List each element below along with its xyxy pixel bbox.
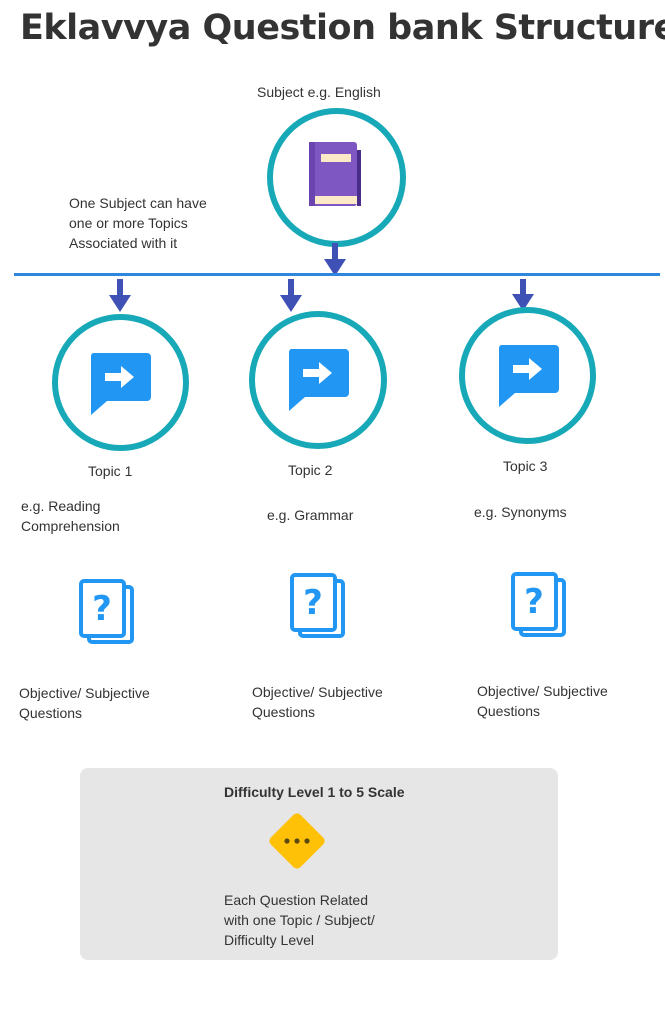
svg-text:?: ? [524,582,544,622]
topic-3-example: e.g. Synonyms [474,504,567,520]
topic-1-ring [52,314,189,451]
chat-arrow-icon [90,353,151,415]
question-cards-icon: ? [290,573,345,638]
book-icon [309,142,361,206]
topic-3-label: Topic 3 [503,458,548,474]
connector-arrows [109,243,534,312]
difficulty-title: Difficulty Level 1 to 5 Scale [224,784,405,800]
chat-arrow-icon [498,345,559,407]
page-title: Eklavvya Question bank Structure [20,8,665,48]
horizontal-connector-line [14,273,660,276]
chat-arrow-icon [288,349,349,411]
topic-3-questions: Objective/ Subjective Questions [477,683,608,719]
diamond-dots-icon [269,813,325,869]
question-cards-icon: ? [511,572,566,637]
subject-label: Subject e.g. English [257,84,381,100]
topic-2-example: e.g. Grammar [267,507,354,523]
difficulty-panel [80,768,558,960]
svg-text:?: ? [303,583,323,623]
topic-1-example: e.g. Reading Comprehension [21,498,120,534]
question-cards-icon: ? [79,579,134,644]
svg-text:?: ? [92,589,112,629]
topic-3-ring [459,307,596,444]
topic-2-questions: Objective/ Subjective Questions [252,684,383,720]
subject-note: One Subject can have one or more Topics … [69,195,207,251]
topic-2-label: Topic 2 [288,462,333,478]
topic-2-ring [249,311,387,449]
difficulty-note: Each Question Related with one Topic / S… [224,892,375,948]
topic-1-label: Topic 1 [88,463,133,479]
topic-1-questions: Objective/ Subjective Questions [19,685,150,721]
